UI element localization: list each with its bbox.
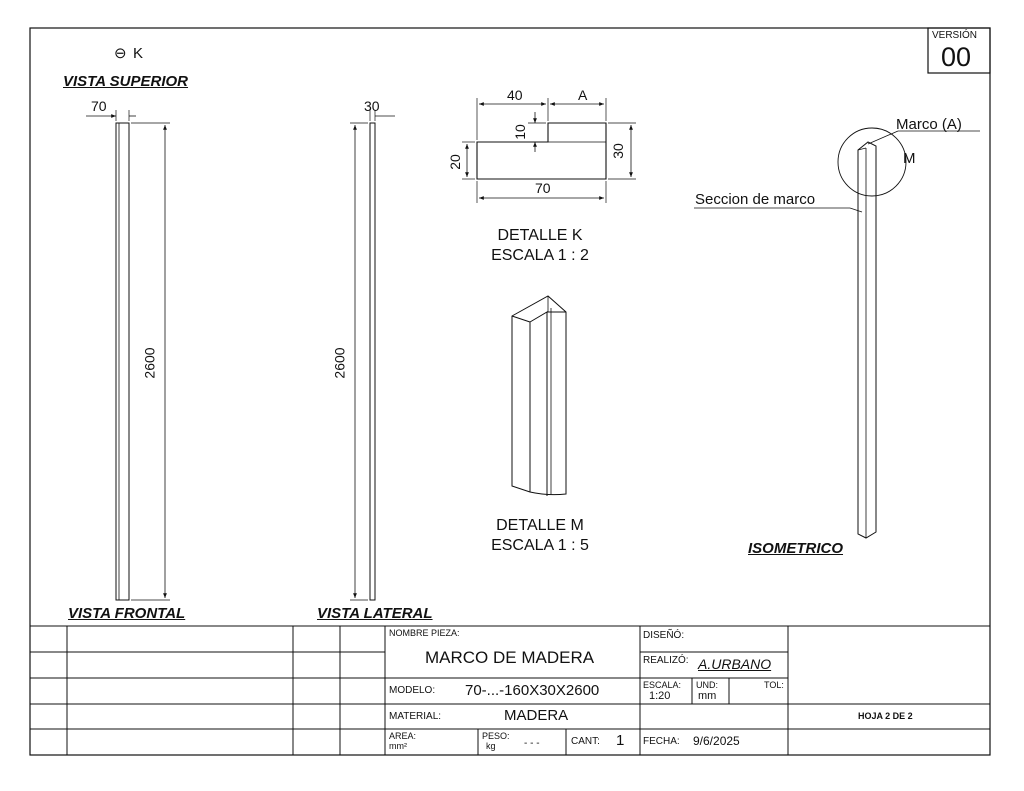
detail-k-title: DETALLE K xyxy=(497,227,583,244)
tb-nombre-value: MARCO DE MADERA xyxy=(425,648,595,667)
frontal-view xyxy=(86,110,170,601)
version-number: 00 xyxy=(941,42,972,72)
section-letter: K xyxy=(133,45,144,62)
isometric-view xyxy=(694,127,980,539)
tb-cant-label: CANT: xyxy=(571,736,600,747)
dim-k-left: 20 xyxy=(446,154,463,170)
version-label: VERSIÓN xyxy=(932,30,978,41)
dim-frontal-width: 70 xyxy=(91,98,107,114)
tb-nombre-label: NOMBRE PIEZA: xyxy=(389,628,460,638)
dim-k-step: 10 xyxy=(511,124,528,140)
dim-k-top-left: 40 xyxy=(507,87,523,103)
detail-m-title: DETALLE M xyxy=(496,517,584,534)
dim-lateral-width: 30 xyxy=(364,98,380,114)
tb-area-label: AREA: xyxy=(389,731,417,741)
tb-cant-value: 1 xyxy=(616,732,625,749)
dim-k-top-right: A xyxy=(578,87,588,103)
tb-fecha-value: 9/6/2025 xyxy=(693,734,740,748)
iso-label-marco: Marco (A) xyxy=(896,116,962,133)
section-symbol-icon: ⊖ xyxy=(114,45,127,62)
view-title-lateral: VISTA LATERAL xyxy=(317,605,433,622)
detail-m-scale: ESCALA 1 : 5 xyxy=(491,537,589,554)
tb-peso-unit: kg xyxy=(486,741,496,751)
detail-m-piece xyxy=(511,295,567,496)
tb-peso-value: - - - xyxy=(524,738,540,749)
dim-k-right: 30 xyxy=(609,143,626,159)
tb-fecha-label: FECHA: xyxy=(643,736,680,747)
tb-und-label: UND: xyxy=(696,680,718,690)
tb-modelo-value: 70-...-160X30X2600 xyxy=(465,682,600,699)
tb-area-unit: mm² xyxy=(389,741,407,751)
tb-tol-label: TOL: xyxy=(764,680,784,690)
tb-material-label: MATERIAL: xyxy=(389,711,442,722)
sheet-border xyxy=(29,27,991,756)
lateral-view xyxy=(350,110,395,601)
iso-label-seccion: Seccion de marco xyxy=(695,191,816,208)
title-block-lines xyxy=(30,625,990,755)
tb-modelo-label: MODELO: xyxy=(389,685,436,696)
tb-escala-label: ESCALA: xyxy=(643,680,682,690)
dim-lateral-height: 2600 xyxy=(331,347,348,379)
dim-frontal-height: 2600 xyxy=(141,347,158,379)
view-title-isometrico: ISOMETRICO xyxy=(748,540,844,557)
tb-escala-value: 1:20 xyxy=(649,690,671,702)
iso-label-m: M xyxy=(903,150,916,167)
view-title-frontal: VISTA FRONTAL xyxy=(68,605,186,622)
tb-realizo-value: A.URBANO xyxy=(698,656,772,672)
detail-m-caption: DETALLE M ESCALA 1 : 5 xyxy=(470,518,610,554)
tb-realizo-label: REALIZÓ: xyxy=(643,655,689,666)
detail-k-scale: ESCALA 1 : 2 xyxy=(491,247,589,264)
view-title-superior: VISTA SUPERIOR xyxy=(63,73,189,90)
tb-material-value: MADERA xyxy=(504,707,569,724)
tb-und-value: mm xyxy=(698,690,717,702)
tb-peso-label: PESO: xyxy=(482,731,510,741)
version-box xyxy=(927,27,991,74)
tb-diseno-label: DISEÑÓ: xyxy=(643,630,685,641)
dim-k-bottom: 70 xyxy=(535,180,551,196)
detail-k-section xyxy=(462,98,636,203)
detail-k-caption: DETALLE K ESCALA 1 : 2 xyxy=(470,228,610,264)
tb-hoja: HOJA 2 DE 2 xyxy=(858,711,913,721)
